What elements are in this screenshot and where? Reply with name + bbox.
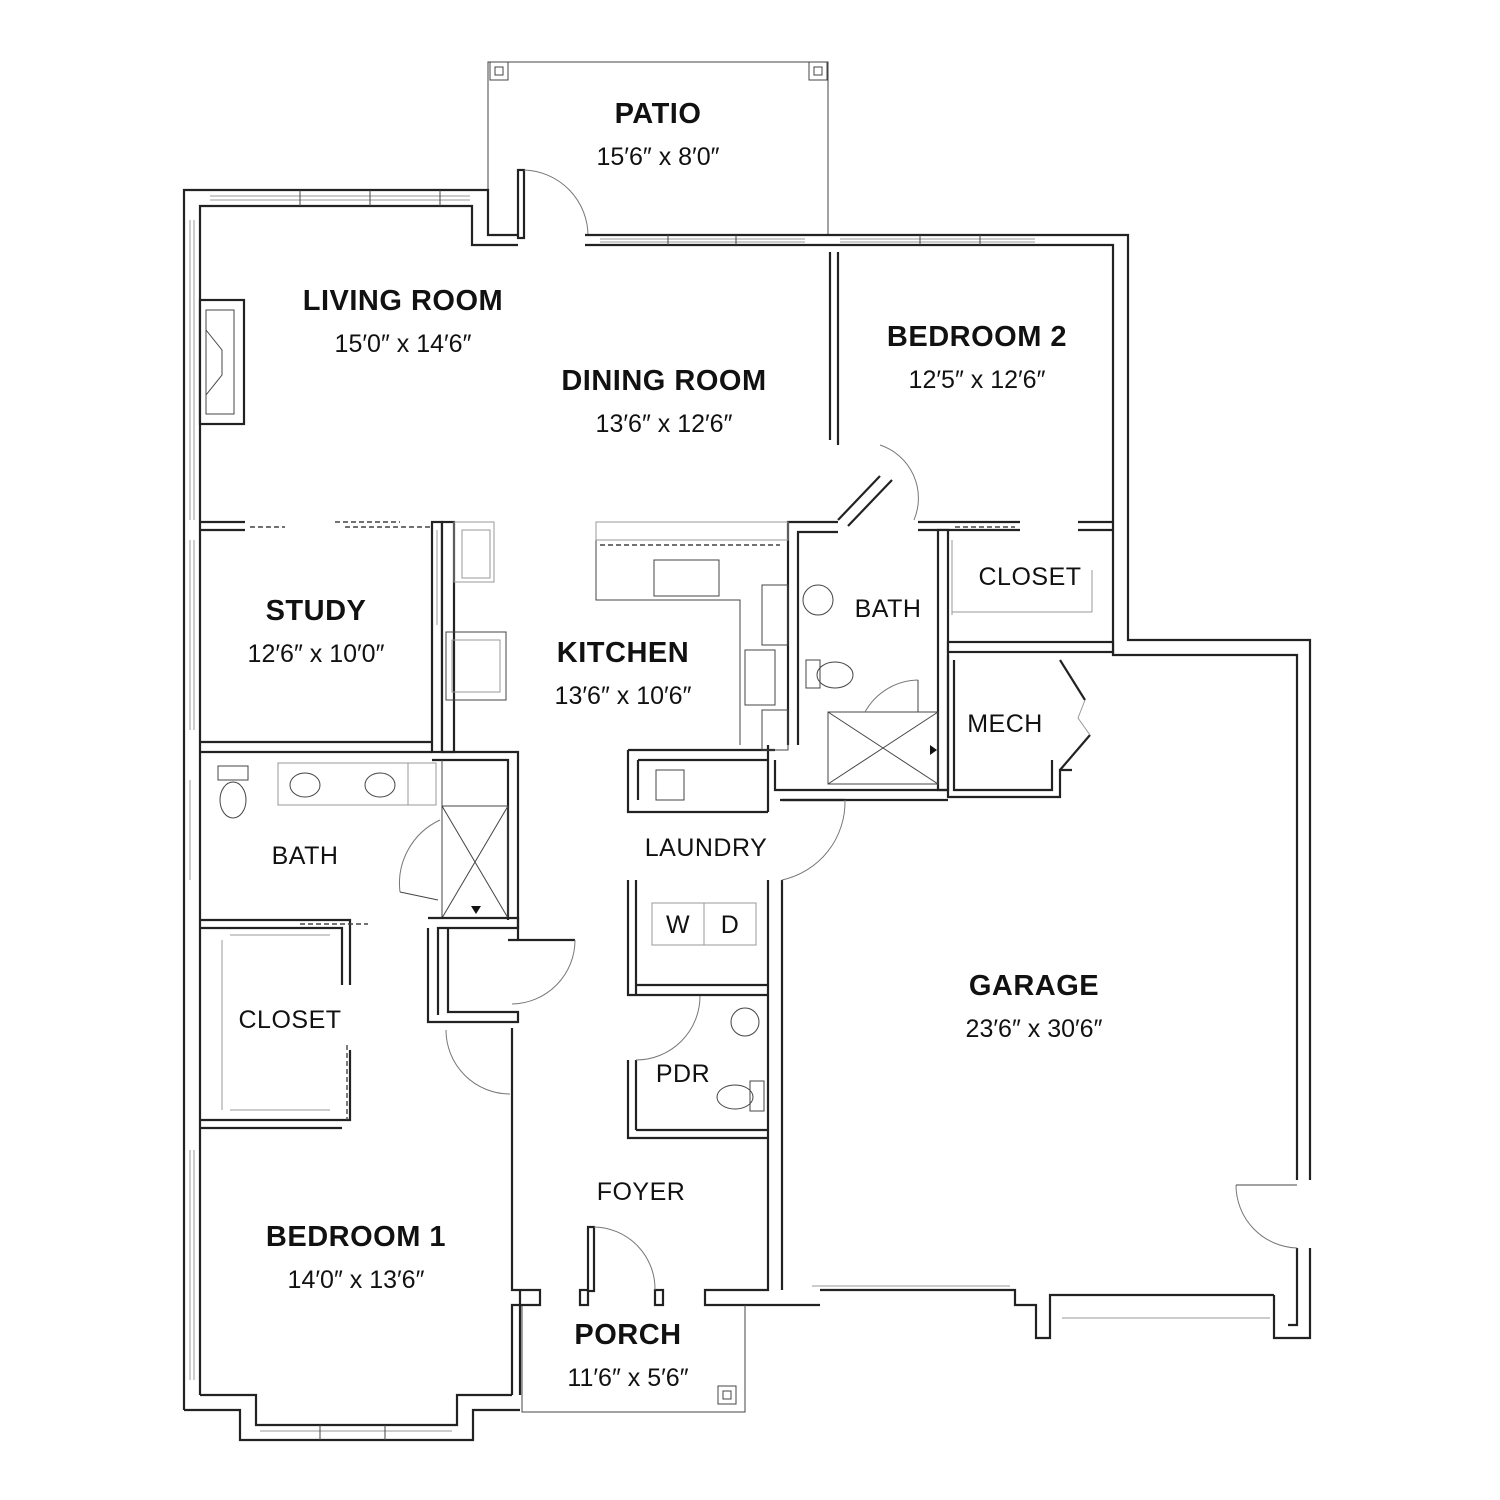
kitchen-dimensions: 13′6″ x 10′6″	[555, 682, 692, 710]
mech-label: MECH	[967, 710, 1043, 738]
dining-room-label: DINING ROOM	[561, 365, 766, 397]
bath-1-label: BATH	[272, 842, 339, 870]
patio-label: PATIO	[615, 98, 702, 130]
patio-door	[516, 168, 589, 240]
fireplace	[198, 298, 246, 426]
living-room-dimensions: 15′0″ x 14′6″	[335, 330, 472, 358]
bedroom-1-dimensions: 14′0″ x 13′6″	[288, 1266, 425, 1294]
bedroom-1-label: BEDROOM 1	[266, 1221, 446, 1253]
porch-label: PORCH	[574, 1319, 681, 1351]
washer-label: W	[666, 911, 690, 939]
closet-2-label: CLOSET	[978, 563, 1081, 591]
study-dimensions: 12′6″ x 10′0″	[248, 640, 385, 668]
exterior-walls	[182, 188, 1312, 1442]
patio-dimensions: 15′6″ x 8′0″	[597, 143, 720, 171]
study-label: STUDY	[266, 595, 367, 627]
living-room-label: LIVING ROOM	[303, 285, 503, 317]
closet-1-label: CLOSET	[238, 1006, 341, 1034]
interior-walls	[200, 252, 1115, 1140]
kitchen-label: KITCHEN	[557, 637, 689, 669]
dining-room-dimensions: 13′6″ x 12′6″	[596, 410, 733, 438]
bath-2-label: BATH	[855, 595, 922, 623]
pdr-label: PDR	[656, 1060, 710, 1088]
patio-outline	[487, 61, 829, 235]
garage-label: GARAGE	[969, 970, 1099, 1002]
bedroom-2-label: BEDROOM 2	[887, 321, 1067, 353]
bedroom-2-dimensions: 12′5″ x 12′6″	[909, 366, 1046, 394]
dryer-label: D	[721, 911, 740, 939]
foyer-label: FOYER	[597, 1178, 686, 1206]
garage-dimensions: 23′6″ x 30′6″	[966, 1015, 1103, 1043]
laundry-label: LAUNDRY	[645, 834, 768, 862]
porch-dimensions: 11′6″ x 5′6″	[567, 1364, 688, 1392]
